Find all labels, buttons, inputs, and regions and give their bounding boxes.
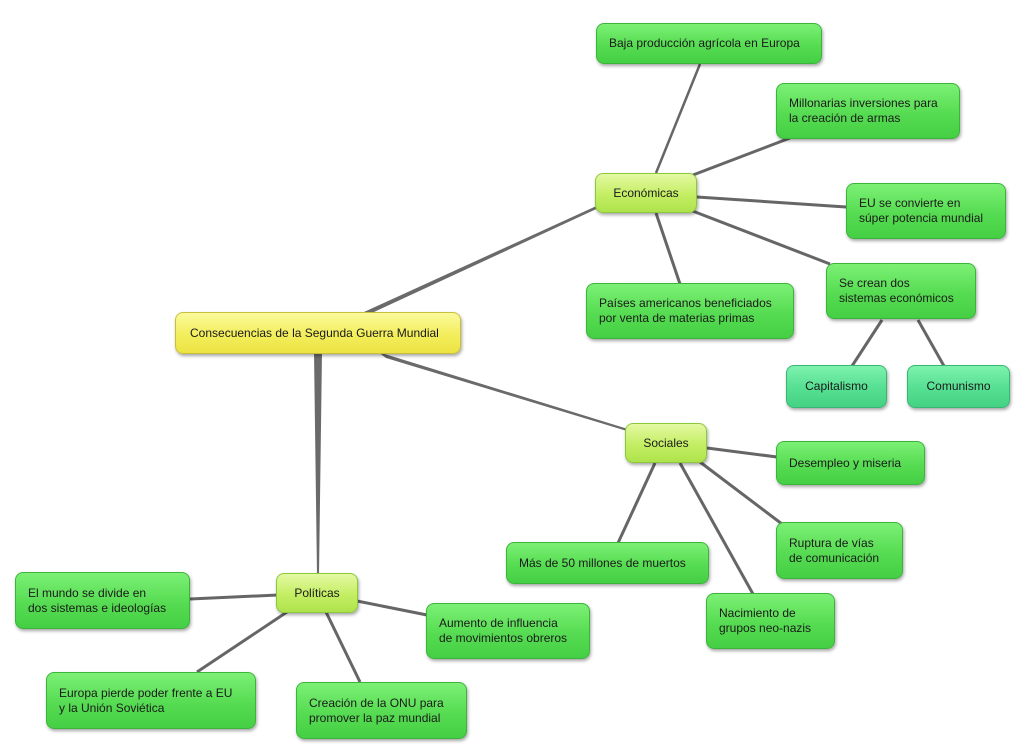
- link-economicas-paises: [654, 212, 682, 285]
- node-onu-label: Creación de la ONU para promover la paz …: [309, 695, 444, 725]
- node-paises-americanos: Países americanos beneficiados por venta…: [586, 283, 794, 339]
- link-sistemas-capitalismo: [850, 319, 884, 367]
- node-paises-label: Países americanos beneficiados por venta…: [599, 296, 772, 325]
- link-root-economicas: [364, 203, 605, 312]
- link-root-politicas: [314, 352, 322, 575]
- node-capitalismo-label: Capitalismo: [805, 379, 868, 393]
- branch-politicas-label: Políticas: [294, 585, 340, 600]
- branch-politicas: Políticas: [276, 573, 358, 613]
- node-europa-pierde: Europa pierde poder frente a EU y la Uni…: [46, 672, 256, 729]
- node-obreros-label: Aumento de influencia de movimientos obr…: [439, 616, 568, 645]
- link-economicas-baja: [654, 63, 702, 174]
- link-politicas-obreros: [356, 599, 428, 617]
- node-muertos-label: Más de 50 millones de muertos: [519, 555, 686, 570]
- node-baja-produccion-label: Baja producción agrícola en Europa: [609, 36, 800, 50]
- node-millonarias-label: Millonarias inversiones para la creación…: [789, 96, 938, 125]
- link-politicas-onu: [324, 611, 362, 683]
- node-movimientos-obreros: Aumento de influencia de movimientos obr…: [426, 603, 590, 659]
- link-sistemas-comunismo: [916, 319, 946, 367]
- link-economicas-millonarias: [692, 136, 791, 177]
- node-desempleo: Desempleo y miseria: [776, 441, 925, 485]
- node-creacion-onu: Creación de la ONU para promover la paz …: [296, 682, 467, 739]
- node-mundo-divide-label: El mundo se divide en dos sistemas e ide…: [28, 585, 167, 615]
- branch-economicas-label: Económicas: [613, 185, 679, 200]
- link-economicas-sistemas: [689, 208, 831, 266]
- node-baja-produccion: Baja producción agrícola en Europa: [596, 23, 822, 64]
- link-politicas-mundo: [189, 593, 279, 601]
- node-neo-nazis: Nacimiento de grupos neo-nazis: [706, 593, 835, 649]
- link-economicas-eu: [696, 195, 847, 209]
- link-sociales-ruptura: [699, 460, 783, 526]
- node-capitalismo: Capitalismo: [786, 365, 887, 408]
- link-sociales-desempleo: [706, 446, 778, 459]
- link-sociales-neonazis: [678, 462, 755, 595]
- root-label: Consecuencias de la Segunda Guerra Mundi…: [190, 325, 439, 340]
- node-desempleo-label: Desempleo y miseria: [789, 455, 902, 470]
- node-eu-potencia-label: EU se convierte en súper potencia mundia…: [859, 196, 984, 225]
- node-sistemas-economicos: Se crean dos sistemas económicos: [826, 263, 976, 319]
- node-comunismo-label: Comunismo: [926, 379, 991, 393]
- node-ruptura-vias: Ruptura de vías de comunicación: [776, 522, 903, 579]
- node-ruptura-label: Ruptura de vías de comunicación: [789, 535, 880, 565]
- link-sociales-muertos: [616, 462, 657, 544]
- node-comunismo: Comunismo: [907, 365, 1010, 408]
- node-muertos: Más de 50 millones de muertos: [506, 542, 709, 584]
- node-sistemas-label: Se crean dos sistemas económicos: [839, 276, 954, 305]
- branch-economicas: Económicas: [595, 173, 697, 213]
- node-eu-potencia: EU se convierte en súper potencia mundia…: [846, 183, 1006, 239]
- root-node: Consecuencias de la Segunda Guerra Mundi…: [175, 312, 461, 354]
- node-mundo-divide: El mundo se divide en dos sistemas e ide…: [15, 572, 190, 629]
- node-millonarias-inversiones: Millonarias inversiones para la creación…: [776, 83, 960, 139]
- link-root-sociales: [378, 352, 628, 431]
- branch-sociales-label: Sociales: [643, 435, 689, 450]
- node-europa-label: Europa pierde poder frente a EU y la Uni…: [59, 685, 233, 715]
- node-neo-nazis-label: Nacimiento de grupos neo-nazis: [719, 606, 812, 635]
- link-politicas-europa: [196, 610, 288, 674]
- branch-sociales: Sociales: [625, 423, 707, 463]
